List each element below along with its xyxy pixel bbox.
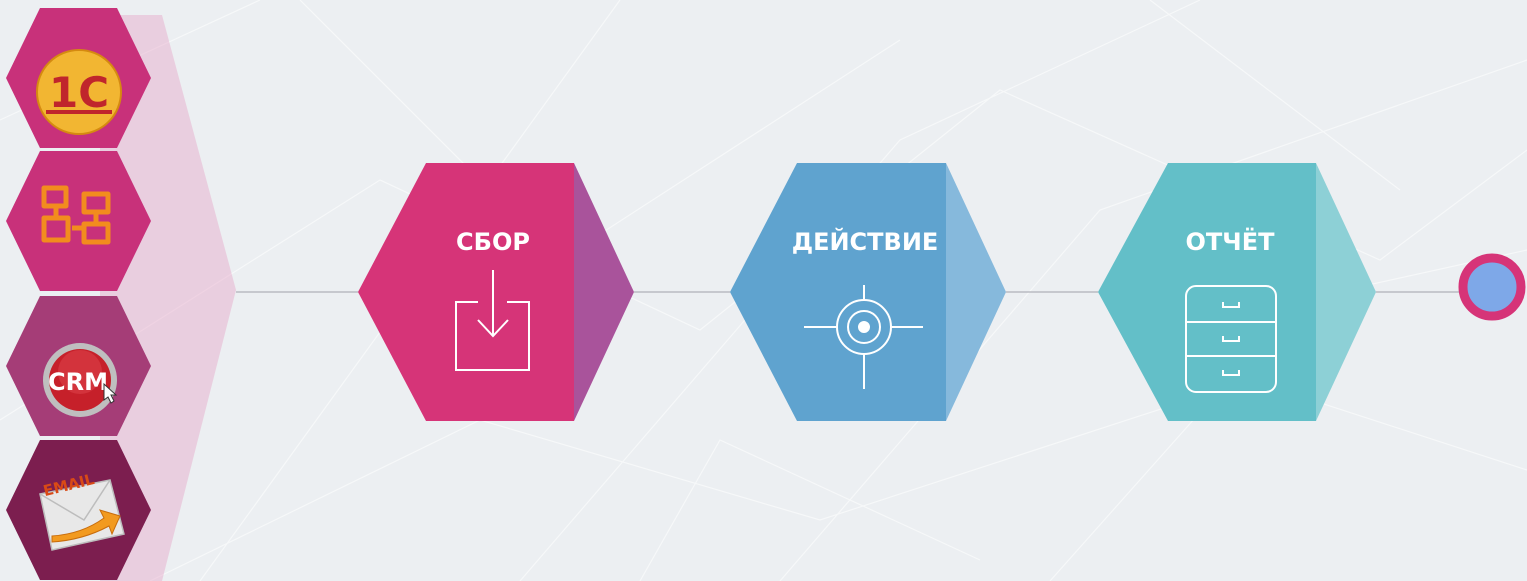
1c-logo-icon: 1С	[36, 49, 122, 135]
target-icon	[804, 285, 923, 389]
crm-button-text: CRM	[48, 368, 108, 396]
download-icon	[455, 270, 530, 371]
sources-band	[100, 15, 236, 581]
crm-button-icon: CRM	[43, 343, 118, 417]
end-node[interactable]	[1458, 253, 1526, 321]
stage-label-deistvie: ДЕЙСТВИЕ	[791, 228, 939, 256]
stage-otchet[interactable]	[1098, 163, 1376, 421]
end-circle-icon	[1458, 253, 1526, 321]
stage-label-sbor: СБОР	[456, 228, 530, 256]
stage-label-otchet: ОТЧЁТ	[1185, 228, 1275, 256]
source-hex-email[interactable]: EMAIL	[6, 440, 151, 580]
1c-logo-text: 1С	[49, 68, 109, 117]
source-hex-1c[interactable]: 1С	[6, 8, 151, 148]
file-cabinet-icon	[1185, 285, 1277, 393]
stage-deistvie[interactable]	[730, 163, 1006, 421]
source-hex-crm[interactable]: CRM	[6, 296, 151, 436]
email-envelope-icon: EMAIL	[39, 470, 125, 551]
office-logo-icon	[41, 185, 111, 245]
source-hex-office[interactable]	[6, 151, 151, 291]
stage-sbor[interactable]	[358, 163, 634, 421]
